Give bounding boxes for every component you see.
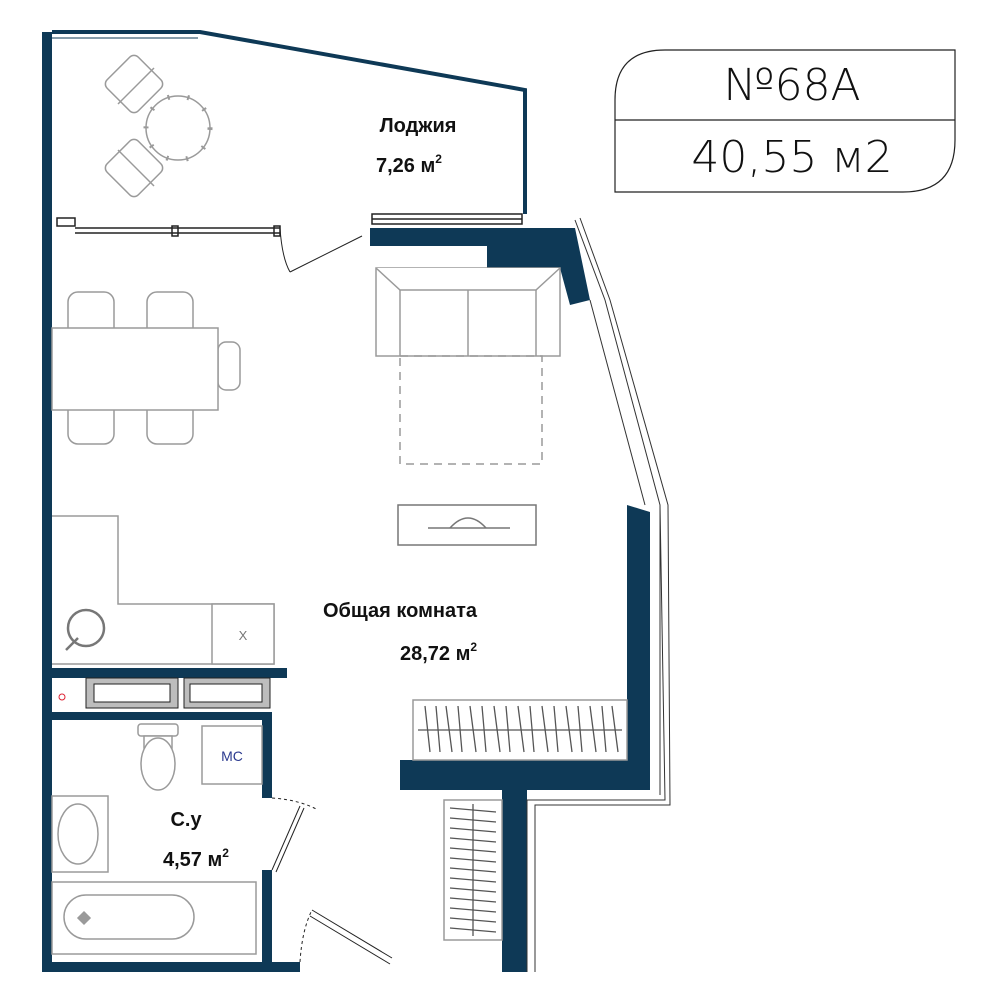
toilet bbox=[137, 723, 179, 791]
loggia-table bbox=[143, 93, 213, 163]
washing-machine-label: МС bbox=[221, 748, 243, 764]
tv-unit bbox=[397, 504, 537, 546]
loggia-outline bbox=[52, 30, 527, 214]
loggia-area-sup: 2 bbox=[435, 152, 442, 166]
sink-icon bbox=[65, 608, 106, 651]
bathroom-door bbox=[271, 797, 319, 873]
dining-table bbox=[51, 291, 241, 445]
living-label: Общая комната 28,72 м2 bbox=[323, 600, 478, 665]
entrance-door bbox=[299, 909, 393, 965]
loggia-chair-bottom bbox=[104, 138, 164, 198]
apartment-badge: №68А 40,55 м2 bbox=[614, 49, 956, 193]
loggia-area-value: 7,26 м bbox=[376, 155, 435, 177]
total-area: 40,55 м2 bbox=[691, 132, 892, 183]
sofa bbox=[375, 267, 561, 357]
loggia-name: Лоджия bbox=[380, 115, 457, 137]
wardrobe-hangers-hall bbox=[449, 804, 497, 936]
stove-label: Х bbox=[239, 628, 248, 643]
kitchen-counter bbox=[52, 515, 275, 665]
fold-out-bed bbox=[399, 355, 543, 465]
walls bbox=[42, 32, 650, 972]
living-area-sup: 2 bbox=[470, 640, 477, 654]
loggia-label: Лоджия 7,26 м2 bbox=[376, 115, 456, 177]
bathtub bbox=[51, 881, 257, 955]
exterior-glazing bbox=[526, 217, 671, 972]
wardrobe-hangers-living bbox=[418, 705, 622, 753]
bathroom-area-value: 4,57 м bbox=[163, 849, 222, 871]
living-name: Общая комната bbox=[323, 600, 478, 622]
loggia-area: 7,26 м2 bbox=[376, 152, 442, 177]
loggia-chair-top bbox=[104, 54, 164, 114]
living-area-value: 28,72 м bbox=[400, 643, 470, 665]
ventilation-shafts bbox=[58, 677, 271, 709]
apartment-number: №68А bbox=[723, 60, 860, 111]
washing-machine bbox=[201, 725, 263, 785]
washbasin bbox=[51, 795, 109, 873]
bathroom-label: С.у 4,57 м2 bbox=[163, 809, 229, 871]
bathroom-name: С.у bbox=[170, 809, 202, 831]
loggia-door bbox=[279, 227, 363, 273]
living-area: 28,72 м2 bbox=[400, 640, 477, 665]
bathroom-area-sup: 2 bbox=[222, 846, 229, 860]
bathroom-area: 4,57 м2 bbox=[163, 846, 229, 871]
